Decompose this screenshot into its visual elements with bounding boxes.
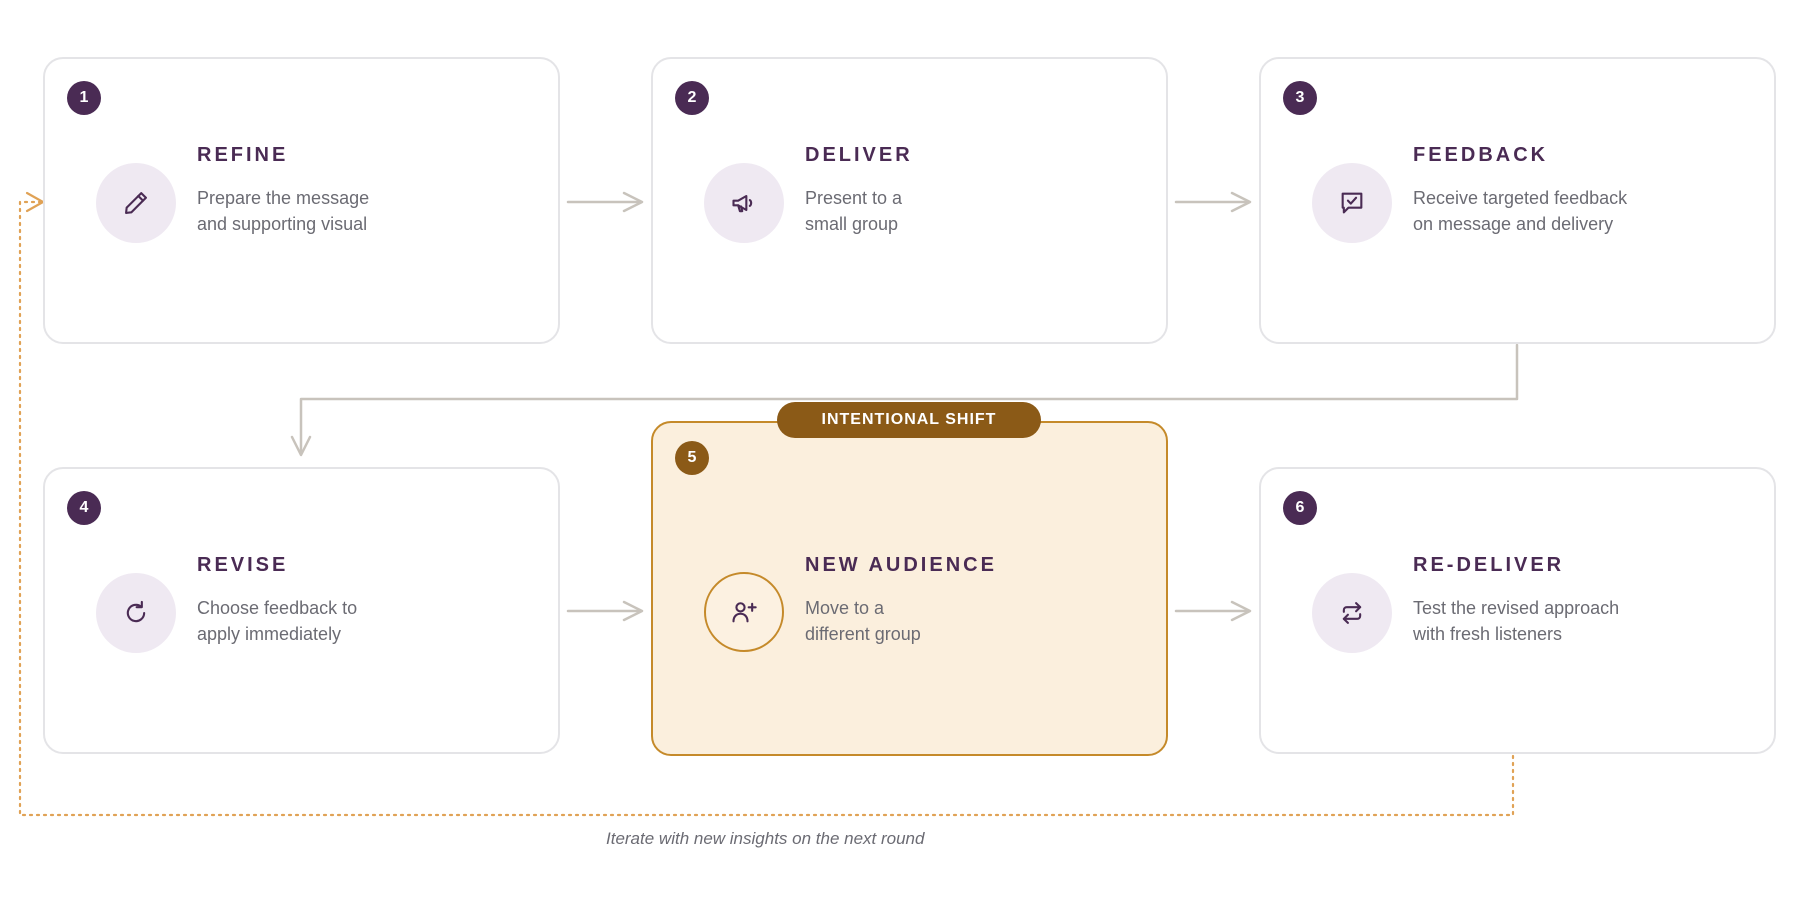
- step-description-line: on message and delivery: [1413, 214, 1614, 234]
- step-title: REVISE: [197, 554, 289, 576]
- step-number-badge: 5: [675, 441, 709, 475]
- step-description: Test the revised approach with fresh lis…: [1413, 595, 1713, 647]
- step-description-line: Move to a: [805, 598, 885, 618]
- step-description: Prepare the message and supporting visua…: [197, 185, 497, 237]
- step-number-badge: 3: [1283, 81, 1317, 115]
- step-title: RE-DELIVER: [1413, 554, 1565, 576]
- step-card-feedback: 3 FEEDBACK Receive targeted feedback on …: [1259, 57, 1776, 344]
- step-description-line: Present to a: [805, 188, 903, 208]
- step-card-deliver: 2 DELIVER Present to a small group: [651, 57, 1168, 344]
- intentional-shift-label: INTENTIONAL SHIFT: [777, 402, 1041, 438]
- arrow-connector: [566, 600, 644, 622]
- step-card-revise: 4 REVISE Choose feedback to apply immedi…: [43, 467, 560, 754]
- step-description-line: and supporting visual: [197, 214, 368, 234]
- icon-container: [704, 572, 784, 652]
- icon-container: [1312, 163, 1392, 243]
- step-description-line: small group: [805, 214, 899, 234]
- refresh-icon: [126, 600, 146, 623]
- user-plus-icon: [732, 602, 757, 623]
- step-description: Move to a different group: [805, 595, 1105, 647]
- icon-container: [704, 163, 784, 243]
- pencil-icon: [125, 192, 147, 214]
- step-card-new-audience: 5 NEW AUDIENCE Move to a different group: [651, 421, 1168, 756]
- step-title: NEW AUDIENCE: [805, 554, 997, 576]
- icon-container: [1312, 573, 1392, 653]
- arrow-connector: [1174, 600, 1252, 622]
- step-title: FEEDBACK: [1413, 144, 1549, 166]
- arrow-connector: [566, 191, 644, 213]
- repeat-icon: [1342, 602, 1362, 624]
- step-card-re-deliver: 6 RE-DELIVER Test the revised approach w…: [1259, 467, 1776, 754]
- step-description-line: Receive targeted feedback: [1413, 188, 1628, 208]
- step-description-line: Choose feedback to: [197, 598, 358, 618]
- step-title: REFINE: [197, 144, 289, 166]
- icon-container: [96, 163, 176, 243]
- loop-caption: Iterate with new insights on the next ro…: [606, 829, 925, 848]
- message-check-icon: [1341, 192, 1363, 214]
- elbow-connector: [290, 343, 1519, 457]
- step-number-badge: 6: [1283, 491, 1317, 525]
- step-description-line: apply immediately: [197, 624, 342, 644]
- arrow-connector: [1174, 191, 1252, 213]
- step-description-line: with fresh listeners: [1413, 624, 1563, 644]
- step-description: Receive targeted feedback on message and…: [1413, 185, 1713, 237]
- step-description-line: Test the revised approach: [1413, 598, 1620, 618]
- step-description: Choose feedback to apply immediately: [197, 595, 497, 647]
- step-description: Present to a small group: [805, 185, 1105, 237]
- step-number-badge: 2: [675, 81, 709, 115]
- step-card-refine: 1 REFINE Prepare the message and support…: [43, 57, 560, 344]
- step-title: DELIVER: [805, 144, 913, 166]
- step-number-badge: 1: [67, 81, 101, 115]
- step-description-line: Prepare the message: [197, 188, 370, 208]
- icon-container: [96, 573, 176, 653]
- megaphone-icon: [732, 194, 753, 213]
- step-number-badge: 4: [67, 491, 101, 525]
- step-description-line: different group: [805, 624, 921, 644]
